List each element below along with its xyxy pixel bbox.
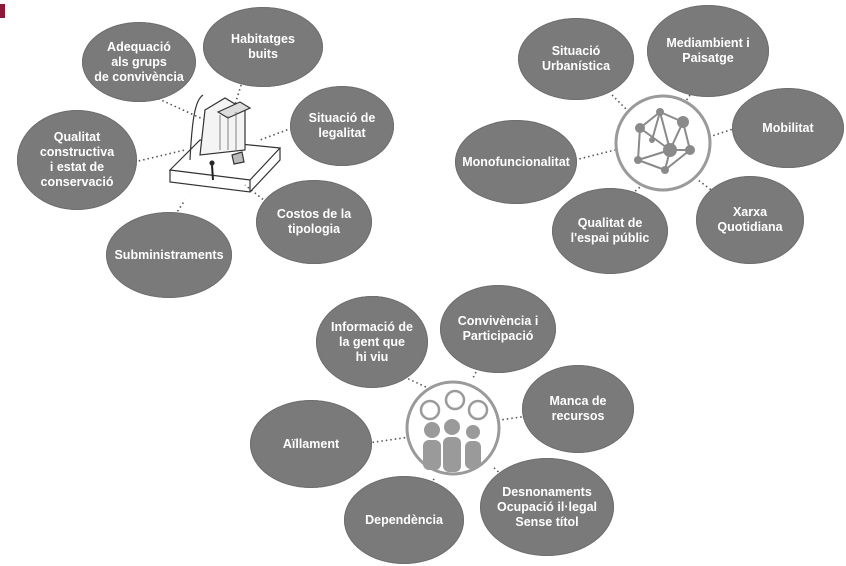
bubble-label: Habitatges buits xyxy=(231,32,295,61)
bubble-desnonaments: Desnonaments Ocupació il·legal Sense tít… xyxy=(480,458,614,556)
bubble-label: Xarxa Quotidiana xyxy=(717,205,783,234)
bubble-costos-tipologia: Costos de la tipologia xyxy=(256,180,372,264)
bubble-label: Informació de la gent que hi viu xyxy=(331,319,413,364)
bubble-dependencia: Dependència xyxy=(344,476,464,564)
bubble-manca-recursos: Manca de recursos xyxy=(522,365,634,453)
bubble-mobilitat: Mobilitat xyxy=(732,88,844,168)
bubble-label: Manca de recursos xyxy=(549,394,607,423)
bubble-habitatges-buits: Habitatges buits xyxy=(203,7,323,87)
bubble-label: Mediambient i Paisatge xyxy=(666,36,750,65)
bubble-situacio-urbanistica: Situació Urbanística xyxy=(518,18,634,100)
house-sketch-icon xyxy=(168,94,282,193)
network-icon xyxy=(614,94,712,192)
bubble-convivencia: Convivència i Participació xyxy=(440,285,556,373)
bubble-label: Aïllament xyxy=(282,436,340,451)
corner-mark xyxy=(0,4,5,18)
bubble-label: Situació de legalitat xyxy=(308,111,376,140)
bubble-monofuncionalitat: Monofuncionalitat xyxy=(455,120,577,204)
bubble-xarxa-quotidiana: Xarxa Quotidiana xyxy=(696,176,804,264)
bubble-label: Adequació als grups de convivència xyxy=(94,39,184,84)
bubble-label: Dependència xyxy=(365,512,443,527)
bubble-label: Desnonaments Ocupació il·legal Sense tít… xyxy=(496,484,598,529)
bubble-informacio-gent: Informació de la gent que hi viu xyxy=(316,296,428,388)
bubble-label: Costos de la tipologia xyxy=(276,207,352,236)
people-icon xyxy=(405,380,501,476)
bubble-label: Situació Urbanística xyxy=(541,44,611,73)
bubble-label: Subministraments xyxy=(114,247,224,262)
bubble-situacio-legalitat: Situació de legalitat xyxy=(290,86,394,166)
bubble-aillament: Aïllament xyxy=(250,400,372,488)
bubble-label: Monofuncionalitat xyxy=(462,154,570,169)
bubble-qualitat-espai-public: Qualitat de l'espai públic xyxy=(552,188,668,274)
bubble-adequacio: Adequació als grups de convivència xyxy=(82,22,196,102)
bubble-qualitat-constructiva: Qualitat constructiva i estat de conserv… xyxy=(17,110,137,210)
bubble-label: Qualitat constructiva i estat de conserv… xyxy=(39,130,115,189)
bubble-label: Convivència i Participació xyxy=(457,314,539,343)
bubble-subministraments: Subministraments xyxy=(106,212,232,298)
bubble-label: Mobilitat xyxy=(762,120,814,135)
bubble-mediambient: Mediambient i Paisatge xyxy=(647,5,769,97)
bubble-label: Qualitat de l'espai públic xyxy=(570,216,650,245)
